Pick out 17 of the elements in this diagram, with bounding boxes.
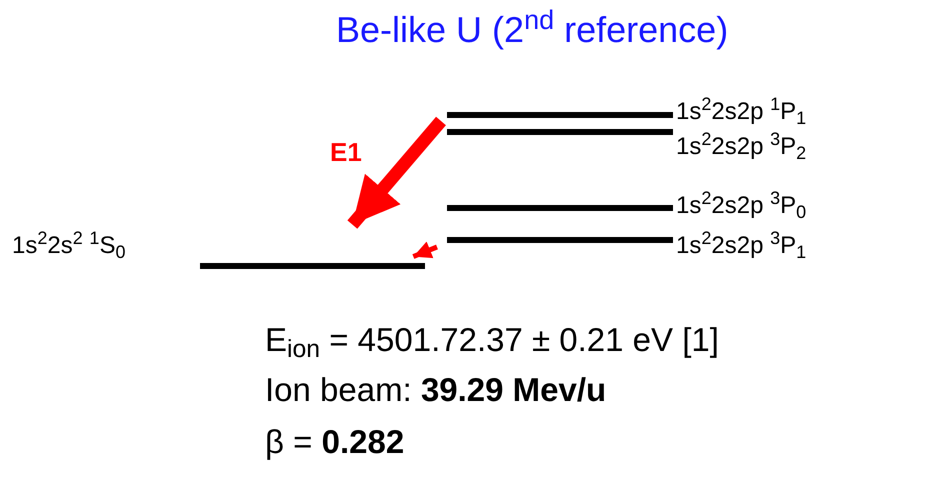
energy-level-bar: [200, 263, 425, 269]
transition-arrow: [412, 241, 438, 259]
transition-arrow: [347, 116, 446, 229]
info-text: Ion beam: 39.29 Mev/u: [265, 370, 606, 410]
energy-level-bar: [447, 112, 673, 118]
level-label: 1s$^{2}$2s$^{2}$ $^{1}$S$_{0}$: [12, 230, 126, 262]
info-text: β = 0.282: [265, 422, 404, 462]
energy-level-bar: [447, 129, 673, 135]
level-label: 1s$^{2}$2s2p $^{3}$P$_{0}$: [676, 190, 806, 222]
energy-level-bar: [447, 205, 673, 211]
energy-level-bar: [447, 237, 673, 243]
diagram-title: Be-like U (2$^{nd}$ reference): [336, 8, 728, 52]
level-label: 1s$^{2}$2s2p $^{1}$P$_{1}$: [676, 96, 806, 128]
edge-label: E1: [330, 137, 362, 167]
level-label: 1s$^{2}$2s2p $^{3}$P$_{1}$: [676, 230, 806, 262]
info-text: E$_{ion}$ = 4501.72.37 ± 0.21 eV [1]: [265, 320, 719, 362]
level-label: 1s$^{2}$2s2p $^{3}$P$_{2}$: [676, 131, 806, 163]
